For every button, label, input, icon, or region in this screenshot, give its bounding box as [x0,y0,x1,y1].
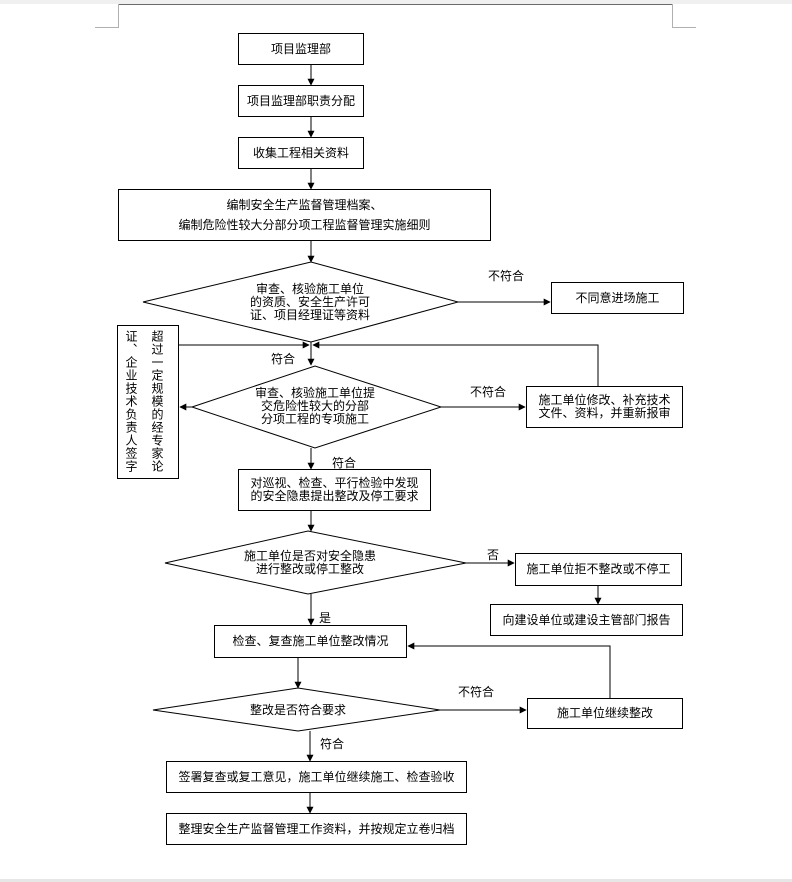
box-continue-rectify [527,698,683,729]
window-bottom-bar [0,879,792,882]
box-compile-archive [118,189,491,241]
page-corner-mark-left [95,4,119,28]
decision-qualification-check [142,261,460,343]
decision-meets-requirement [152,687,441,732]
decision-special-plan-check [190,365,443,449]
box-revise-resubmit [526,386,683,428]
box-recheck-rectification [214,625,407,658]
edge-label-d3-yes: 是 [319,611,332,625]
box-project-dept [238,33,364,65]
edge-label-d1-yes: 符合 [271,352,296,366]
label-expert-review-col1: 超过一定规模的经专家论 [150,330,164,473]
edge-label-d3-no: 否 [487,548,500,562]
box-refuse-rectify [515,553,682,586]
edge-label-d4-no: 不符合 [458,685,495,699]
edge-label-d2-no: 不符合 [470,385,507,399]
edge-label-d1-no: 不符合 [488,269,525,283]
box-archive-documents [166,813,467,845]
edge-label-d2-yes: 符合 [332,456,357,470]
arrow-revise-return [312,341,599,386]
arrow-continue-return [407,642,611,698]
page-corner-mark-right [672,4,696,28]
box-duty-assignment [238,85,364,117]
page-top-edge [118,4,672,5]
box-collect-materials [238,137,364,169]
box-report-authority [490,604,683,636]
edge-label-d4-yes: 符合 [320,737,345,751]
box-refuse-entry [551,282,684,314]
decision-rectification [164,530,467,595]
box-expert-review [117,325,179,479]
box-sign-resume [166,761,467,793]
window-top-bar [0,0,792,4]
box-rectification-request [238,469,431,511]
label-expert-review-col2: 证、企业技术负责人签字 [124,330,138,473]
